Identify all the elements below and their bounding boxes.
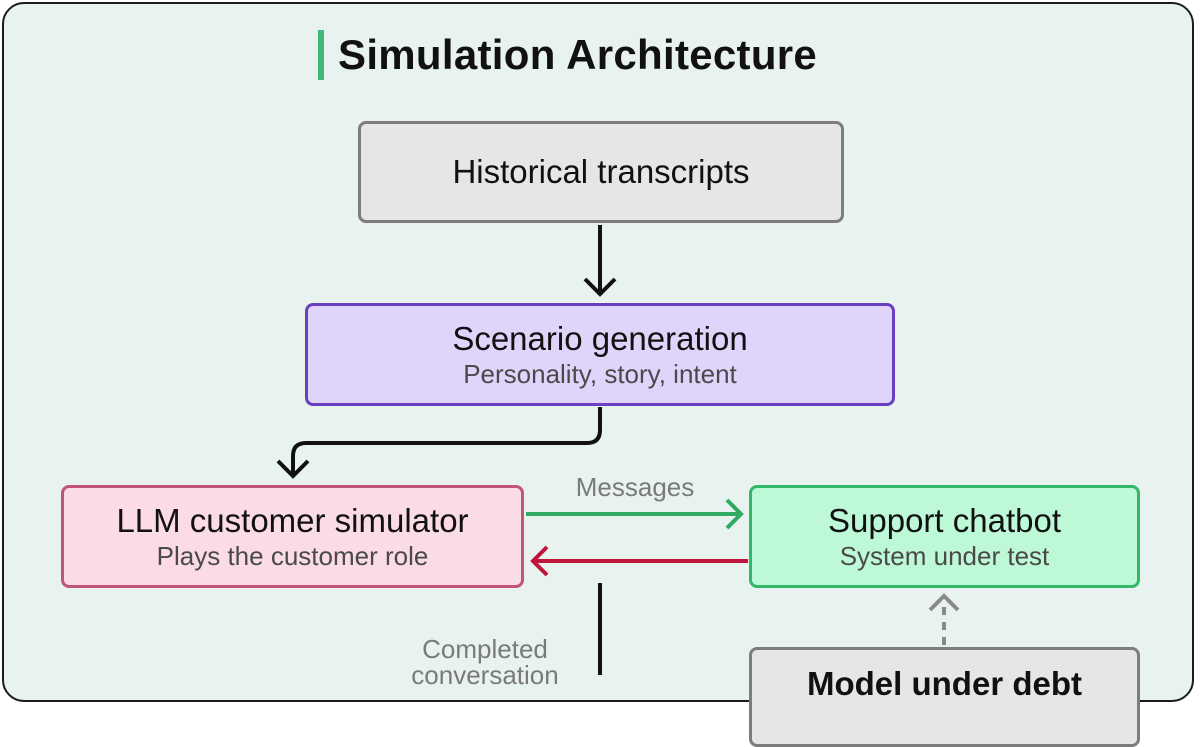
edge-label-messages: Messages (575, 472, 695, 502)
node-historical-label: Historical transcripts (452, 153, 750, 190)
title-block: Simulation Architecture (318, 30, 817, 80)
connector-layer (276, 225, 960, 675)
diagram-title: Simulation Architecture (338, 31, 818, 78)
edge-label-completed: Completed (422, 634, 548, 664)
arrowhead-historical-to-scenario (583, 277, 617, 297)
node-llm-customer-simulator: LLM customer simulator Plays the custome… (61, 485, 524, 588)
node-scenario-generation: Scenario generation Personality, story, … (305, 303, 895, 406)
node-chatbot-sublabel: System under test (839, 540, 1050, 571)
node-chatbot-label: Support chatbot (828, 501, 1061, 539)
node-support-chatbot: Support chatbot System under test (749, 485, 1140, 588)
edge-label-conversation: conversation (411, 660, 559, 690)
node-simulator-label: LLM customer simulator (116, 501, 469, 539)
node-simulator-sublabel: Plays the customer role (156, 540, 429, 571)
node-bottom-right: Model under debt (749, 647, 1140, 747)
arrowhead-dashed-to-chatbot (928, 593, 960, 612)
edge-scenario-to-simulator (291, 407, 602, 474)
node-scenario-sublabel: Personality, story, intent (463, 358, 737, 389)
arrowhead-simulator-to-chatbot (725, 498, 744, 530)
node-historical-transcripts: Historical transcripts (358, 121, 844, 223)
arrowhead-scenario-to-simulator (276, 459, 310, 479)
arrowhead-chatbot-to-simulator (530, 545, 549, 577)
title-accent-bar (318, 30, 324, 80)
node-scenario-label: Scenario generation (452, 319, 748, 357)
node-bottom-right-label: Model under debt (807, 665, 1082, 702)
